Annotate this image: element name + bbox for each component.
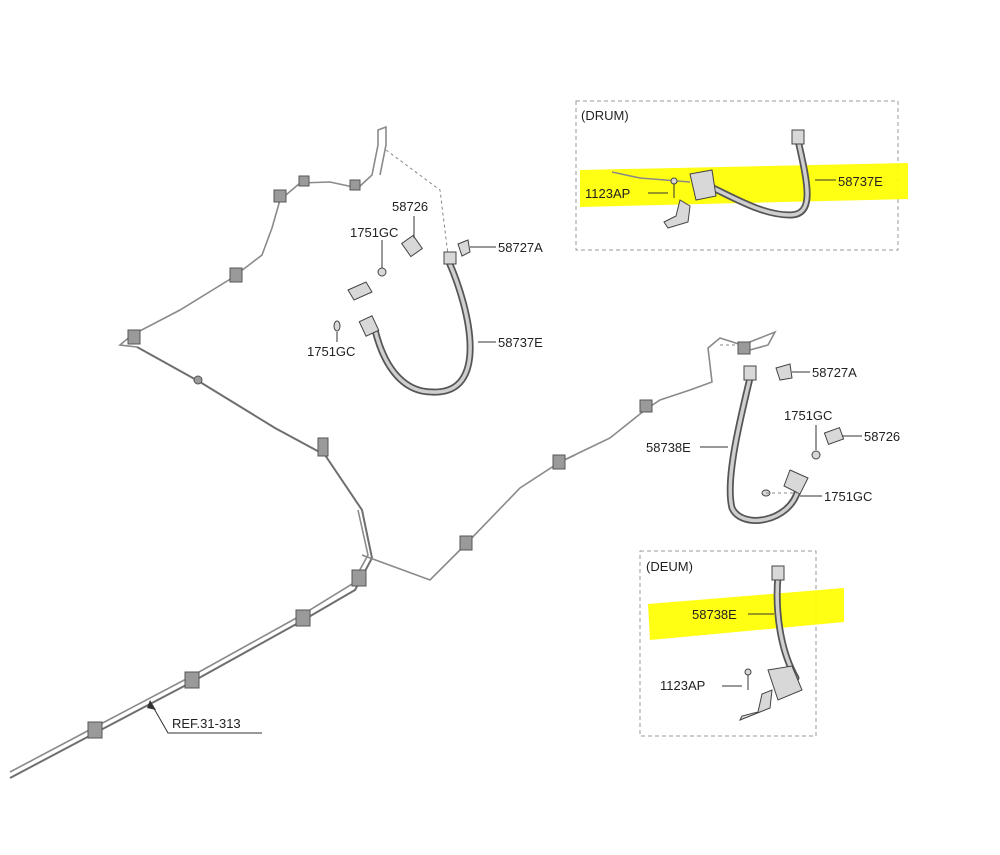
clip-mark bbox=[127, 329, 141, 345]
label-58727a: 58727A bbox=[498, 240, 543, 255]
left-hose-assembly: 58726 1751GC 58727A 1751GC 58737E bbox=[307, 199, 543, 396]
deum-mount-part bbox=[738, 689, 773, 721]
clip-mark bbox=[737, 341, 751, 355]
clip-1751gc-part bbox=[333, 320, 341, 332]
label-58727a: 58727A bbox=[812, 365, 857, 380]
clip-1751gc-part bbox=[811, 450, 821, 460]
drum-label-1123ap: 1123AP bbox=[585, 186, 630, 201]
drum-inset: (DRUM) 1123AP 58737E bbox=[575, 100, 908, 251]
drum-title: (DRUM) bbox=[581, 108, 629, 123]
drum-label-58737e: 58737E bbox=[838, 174, 883, 189]
deum-caliper-part bbox=[767, 665, 803, 701]
bracket-part bbox=[783, 469, 809, 495]
reference-label: REF.31-313 bbox=[172, 716, 241, 731]
clip-mark bbox=[317, 437, 329, 457]
deum-highlight-band bbox=[648, 588, 844, 640]
label-1751gc-lower: 1751GC bbox=[824, 489, 872, 504]
bracket-58727a-part bbox=[457, 239, 471, 257]
bolt-1123ap-part bbox=[744, 668, 752, 676]
hose-end-fitting bbox=[791, 129, 805, 145]
clip-mark bbox=[295, 609, 311, 627]
label-1751gc-upper: 1751GC bbox=[784, 408, 832, 423]
clip-mark bbox=[639, 399, 653, 413]
clip-mark bbox=[351, 569, 367, 587]
label-58738e: 58738E bbox=[646, 440, 691, 455]
clip-mark bbox=[184, 671, 200, 689]
right-hose-assembly: 58727A 1751GC 58726 58738E 1751GC bbox=[646, 363, 900, 524]
clip-mark bbox=[273, 189, 287, 203]
fitting-58726-part bbox=[823, 426, 845, 446]
clip-mark bbox=[349, 179, 361, 191]
label-58726: 58726 bbox=[864, 429, 900, 444]
bracket-58727a-part bbox=[775, 363, 793, 381]
fitting-58726-part bbox=[400, 234, 424, 258]
drum-highlight-band bbox=[580, 163, 908, 207]
bolt-1123ap-part bbox=[670, 177, 678, 185]
deum-title: (DEUM) bbox=[646, 559, 693, 574]
clip-mark bbox=[552, 454, 566, 470]
routing-clips bbox=[87, 175, 751, 739]
clip-mark bbox=[229, 267, 243, 283]
drum-bracket-part bbox=[689, 169, 717, 201]
drum-inset-frame bbox=[575, 100, 899, 251]
clip-mark bbox=[459, 535, 473, 551]
label-58726: 58726 bbox=[392, 199, 428, 214]
bracket-part bbox=[347, 281, 373, 301]
clip-mark bbox=[87, 721, 103, 739]
clip-mark bbox=[298, 175, 310, 187]
hose-end-fitting bbox=[358, 315, 380, 337]
deum-label-1123ap: 1123AP bbox=[660, 678, 705, 693]
arrow-head-icon bbox=[147, 700, 156, 710]
deum-inset: (DEUM) 58738E 1123AP bbox=[639, 550, 844, 737]
deum-inset-frame bbox=[639, 550, 817, 737]
label-58737e: 58737E bbox=[498, 335, 543, 350]
hose-end-fitting bbox=[743, 365, 757, 381]
label-1751gc-lower: 1751GC bbox=[307, 344, 355, 359]
clip-1751gc-part bbox=[377, 267, 387, 277]
hose-end-fitting bbox=[771, 565, 785, 581]
hose-end-fitting bbox=[443, 251, 457, 265]
reference-callout: REF.31-313 bbox=[147, 700, 262, 734]
label-1751gc-upper: 1751GC bbox=[350, 225, 398, 240]
drum-mount-part bbox=[663, 199, 691, 229]
deum-label-58738e: 58738E bbox=[692, 607, 737, 622]
clip-mark bbox=[193, 375, 203, 385]
